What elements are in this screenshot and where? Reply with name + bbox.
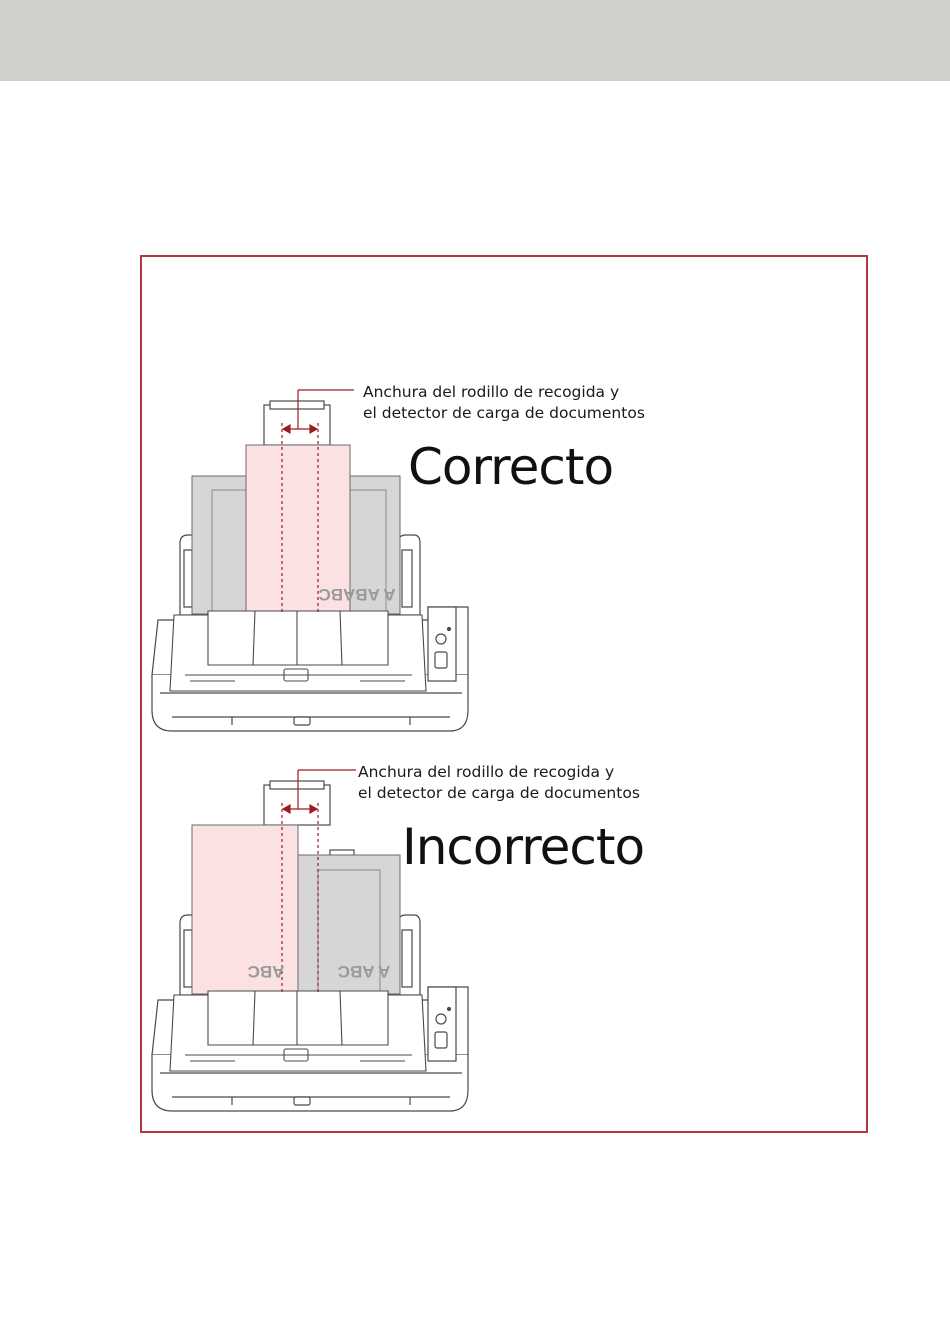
correct-label: Correcto [408, 442, 613, 492]
paper-text-abc-left: ABC [248, 962, 285, 981]
paper-text-abc: A ABABC [318, 585, 395, 604]
feed-tray [170, 611, 426, 691]
roller-width-callout: Anchura del rodillo de recogida y el det… [358, 762, 640, 804]
feed-tray [170, 991, 426, 1071]
paper-chute-extension [264, 401, 330, 445]
callout-line-2: el detector de carga de documentos [363, 403, 645, 424]
correct-example-panel: A ABABC Anchura del rodillo de recogida … [0, 375, 950, 755]
callout-line-1: Anchura del rodillo de recogida y [358, 762, 640, 783]
roller-width-callout: Anchura del rodillo de recogida y el det… [363, 382, 645, 424]
callout-line-2: el detector de carga de documentos [358, 783, 640, 804]
paper-text-abc-right: A ABC [338, 962, 391, 981]
scanner-illustration-incorrect: ABC A ABC [0, 755, 950, 1135]
callout-line-1: Anchura del rodillo de recogida y [363, 382, 645, 403]
incorrect-label: Incorrecto [402, 822, 644, 872]
incorrect-example-panel: ABC A ABC Anchura del rodillo de recogid… [0, 755, 950, 1135]
header-bar [0, 0, 950, 81]
scanner-illustration-correct: A ABABC [0, 375, 950, 755]
